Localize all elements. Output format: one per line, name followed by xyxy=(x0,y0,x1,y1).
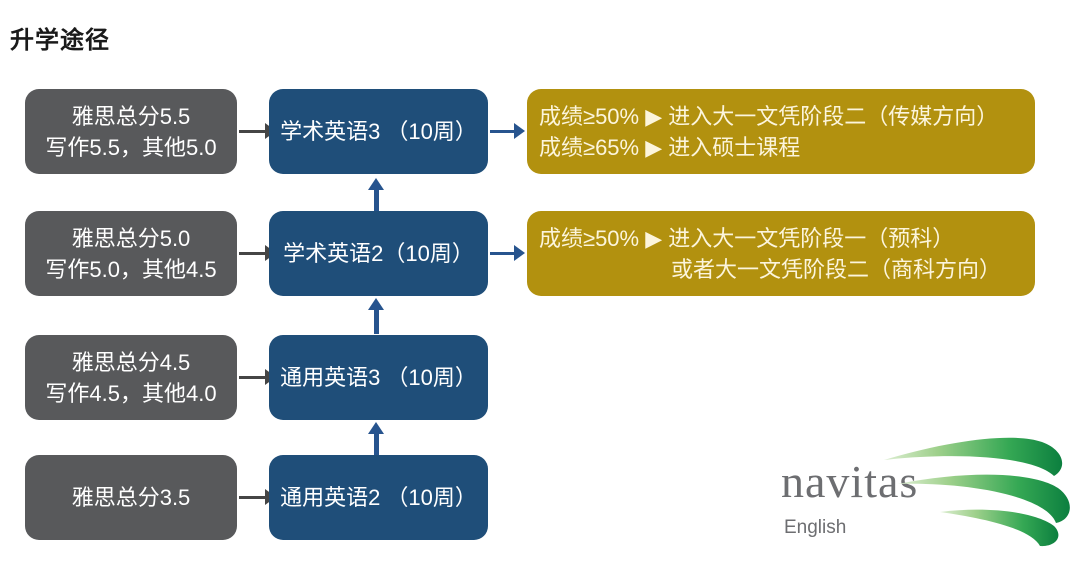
outcome-line: 或者大一文凭阶段二（商科方向） xyxy=(671,256,1002,282)
arrow-up-icon xyxy=(368,298,384,334)
course-box-general-english-2: 通用英语2 （10周） xyxy=(269,455,488,540)
ielts-score-line: 雅思总分5.0 xyxy=(71,225,191,251)
arrow-up-icon xyxy=(368,178,384,211)
ielts-requirement-box-4: 雅思总分3.5 xyxy=(25,455,237,540)
navitas-logo-wordmark: navitas xyxy=(781,456,919,507)
ielts-detail-line: 写作5.5，其他5.0 xyxy=(45,134,217,160)
outcome-box-1: 成绩≥50% ▶ 进入大一文凭阶段二（传媒方向） 成绩≥65% ▶ 进入硕士课程 xyxy=(527,89,1035,174)
course-box-academic-english-2: 学术英语2（10周） xyxy=(269,211,488,296)
page-title: 升学途径 xyxy=(10,27,110,54)
ielts-detail-line: 写作4.5，其他4.0 xyxy=(45,380,217,406)
course-label: 通用英语3 （10周） xyxy=(280,365,477,390)
navitas-swoosh-icon xyxy=(884,437,1070,547)
ielts-requirement-box-3: 雅思总分4.5 写作4.5，其他4.0 xyxy=(25,335,237,420)
arrow-right-icon xyxy=(239,369,276,385)
outcome-line: 成绩≥65% ▶ 进入硕士课程 xyxy=(539,134,801,160)
course-box-academic-english-3: 学术英语3 （10周） xyxy=(269,89,488,174)
arrow-up-icon xyxy=(368,422,384,455)
arrow-right-icon xyxy=(490,245,525,261)
ielts-detail-line: 写作5.0，其他4.5 xyxy=(45,256,217,282)
outcome-line: 成绩≥50% ▶ 进入大一文凭阶段二（传媒方向） xyxy=(539,103,999,129)
navitas-logo-subtitle: English xyxy=(784,517,847,538)
ielts-score-line: 雅思总分4.5 xyxy=(71,349,191,375)
course-box-general-english-3: 通用英语3 （10周） xyxy=(269,335,488,420)
course-label: 学术英语2（10周） xyxy=(283,241,474,266)
course-label: 学术英语3 （10周） xyxy=(280,119,477,144)
ielts-requirement-box-2: 雅思总分5.0 写作5.0，其他4.5 xyxy=(25,211,237,296)
arrow-right-icon xyxy=(490,123,525,139)
arrow-right-icon xyxy=(239,123,276,139)
ielts-score-line: 雅思总分3.5 xyxy=(71,485,191,510)
course-label: 通用英语2 （10周） xyxy=(280,485,477,510)
arrow-right-icon xyxy=(239,245,276,261)
ielts-score-line: 雅思总分5.5 xyxy=(71,103,191,129)
outcome-line: 成绩≥50% ▶ 进入大一文凭阶段一（预科） xyxy=(539,225,955,251)
outcome-box-2: 成绩≥50% ▶ 进入大一文凭阶段一（预科） 或者大一文凭阶段二（商科方向） xyxy=(527,211,1035,296)
arrow-right-icon xyxy=(239,489,276,505)
ielts-requirement-box-1: 雅思总分5.5 写作5.5，其他5.0 xyxy=(25,89,237,174)
